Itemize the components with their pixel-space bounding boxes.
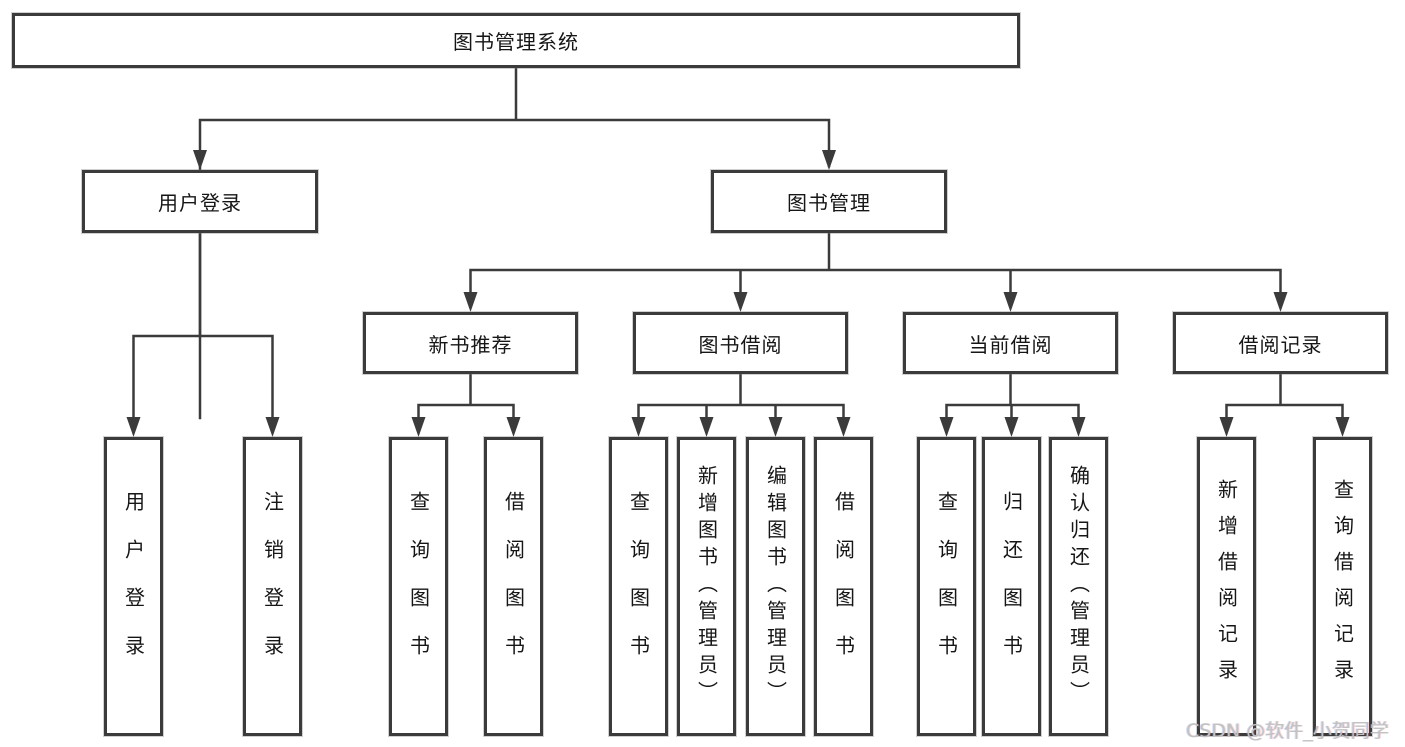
leaf-add-borrow-record: 新增借阅记录 bbox=[1197, 437, 1256, 736]
leaf-query-books-2: 查询图书 bbox=[609, 437, 668, 736]
node-label: 查询图书 bbox=[626, 490, 651, 683]
node-label: 新增图书（管理员） bbox=[694, 465, 719, 708]
csdn-watermark: CSDN @软件_小贺同学 bbox=[1186, 720, 1389, 742]
node-label: 用户登录 bbox=[121, 490, 146, 683]
leaf-query-borrow-record: 查询借阅记录 bbox=[1313, 437, 1372, 736]
leaf-edit-book-admin: 编辑图书（管理员） bbox=[746, 437, 805, 736]
node-label: 图书管理系统 bbox=[453, 30, 579, 54]
leaf-return-books: 归还图书 bbox=[982, 437, 1041, 736]
node-label: 图书管理 bbox=[787, 191, 871, 215]
node-label: 查询图书 bbox=[934, 490, 959, 683]
node-new-book-recommend: 新书推荐 bbox=[363, 312, 578, 374]
leaf-confirm-return-admin: 确认归还（管理员） bbox=[1049, 437, 1108, 736]
node-label: 借阅图书 bbox=[831, 490, 856, 683]
leaf-query-books-3: 查询图书 bbox=[917, 437, 976, 736]
node-label: 当前借阅 bbox=[968, 332, 1053, 357]
leaf-logout: 注销登录 bbox=[243, 437, 302, 736]
node-label: 图书借阅 bbox=[698, 332, 783, 357]
node-borrow-records: 借阅记录 bbox=[1173, 312, 1388, 374]
leaf-add-book-admin: 新增图书（管理员） bbox=[677, 437, 736, 736]
node-label: 借阅记录 bbox=[1238, 332, 1323, 357]
node-label: 确认归还（管理员） bbox=[1066, 465, 1091, 708]
node-label: 查询图书 bbox=[406, 490, 431, 683]
node-label: 归还图书 bbox=[999, 490, 1024, 683]
leaf-borrow-books-1: 借阅图书 bbox=[484, 437, 543, 736]
node-book-borrow: 图书借阅 bbox=[633, 312, 848, 374]
node-label: 借阅图书 bbox=[501, 490, 526, 683]
leaf-user-login: 用户登录 bbox=[104, 437, 163, 736]
node-label: 注销登录 bbox=[260, 490, 285, 683]
node-user-login: 用户登录 bbox=[82, 170, 318, 233]
node-library-management-system: 图书管理系统 bbox=[12, 13, 1020, 68]
node-label: 新增借阅记录 bbox=[1214, 478, 1239, 695]
node-label: 新书推荐 bbox=[428, 332, 513, 357]
leaf-query-books-1: 查询图书 bbox=[389, 437, 448, 736]
node-label: 查询借阅记录 bbox=[1330, 478, 1355, 695]
node-label: 编辑图书（管理员） bbox=[763, 465, 788, 708]
node-current-borrow: 当前借阅 bbox=[903, 312, 1118, 374]
node-label: 用户登录 bbox=[158, 191, 242, 215]
leaf-borrow-books-2: 借阅图书 bbox=[814, 437, 873, 736]
node-book-management: 图书管理 bbox=[711, 170, 947, 233]
